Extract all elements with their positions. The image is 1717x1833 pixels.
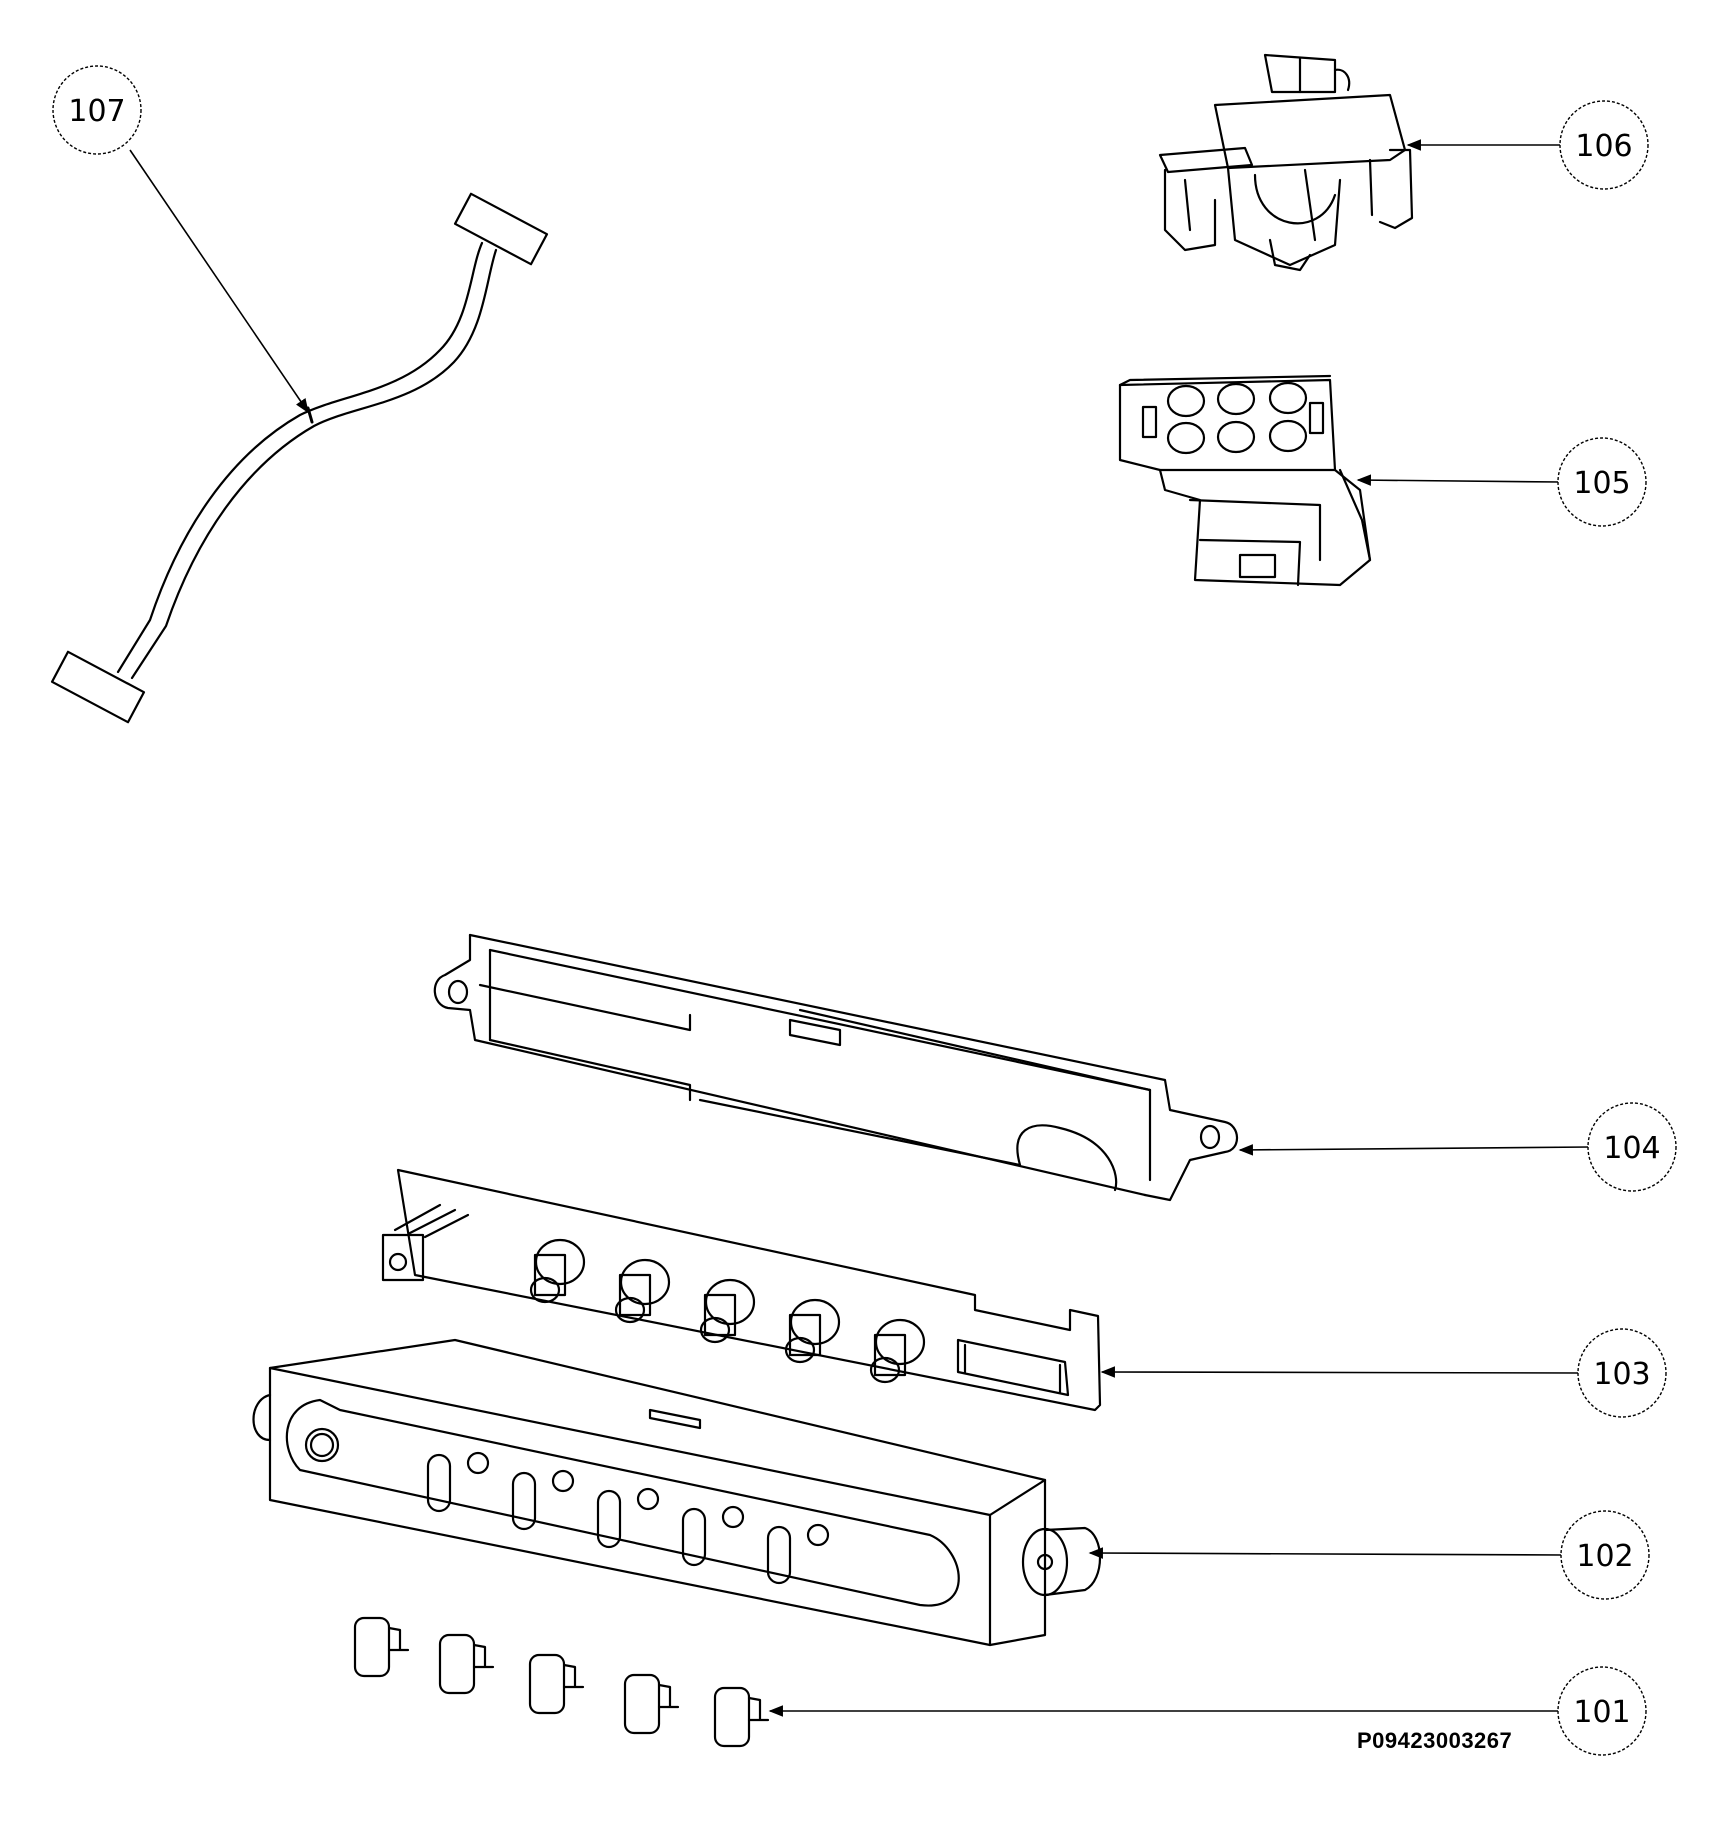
leader-102 bbox=[1088, 1547, 1564, 1559]
callout-label: 105 bbox=[1573, 466, 1630, 501]
callout-102: 102 bbox=[1560, 1510, 1650, 1600]
leader-105 bbox=[1356, 474, 1561, 486]
callout-101: 101 bbox=[1557, 1666, 1647, 1756]
drawing-reference-code: P09423003267 bbox=[1357, 1728, 1513, 1753]
pcb-board-103 bbox=[381, 1168, 1102, 1412]
push-button-1 bbox=[353, 1616, 410, 1678]
tactile-switch-5 bbox=[869, 1318, 926, 1384]
callout-label: 104 bbox=[1603, 1131, 1660, 1166]
tactile-switch-1 bbox=[529, 1238, 586, 1304]
wire-harness-107 bbox=[50, 192, 549, 724]
push-button-5 bbox=[713, 1686, 770, 1748]
connector-clip-106 bbox=[1158, 53, 1414, 272]
callout-label: 101 bbox=[1573, 1695, 1630, 1730]
tactile-switch-4 bbox=[784, 1298, 841, 1364]
callout-label: 106 bbox=[1575, 129, 1632, 164]
connector-housing-105 bbox=[1118, 374, 1372, 587]
tactile-switch-3 bbox=[699, 1278, 756, 1344]
callout-106: 106 bbox=[1559, 100, 1649, 190]
callout-103: 103 bbox=[1577, 1328, 1667, 1418]
callout-label: 102 bbox=[1576, 1539, 1633, 1574]
push-button-4 bbox=[623, 1673, 680, 1735]
push-button-2 bbox=[438, 1633, 495, 1695]
frame-bracket-104 bbox=[433, 933, 1239, 1202]
callout-107: 107 bbox=[52, 65, 142, 155]
push-buttons-101 bbox=[353, 1616, 770, 1748]
callout-104: 104 bbox=[1587, 1102, 1677, 1192]
leader-103 bbox=[1100, 1366, 1581, 1378]
callout-label: 107 bbox=[68, 94, 125, 129]
front-housing-102 bbox=[252, 1338, 1102, 1647]
leader-104 bbox=[1238, 1144, 1591, 1156]
callout-105: 105 bbox=[1557, 437, 1647, 527]
leader-107 bbox=[129, 149, 309, 414]
push-button-3 bbox=[528, 1653, 585, 1715]
tactile-switch-2 bbox=[614, 1258, 671, 1324]
callout-label: 103 bbox=[1593, 1357, 1650, 1392]
